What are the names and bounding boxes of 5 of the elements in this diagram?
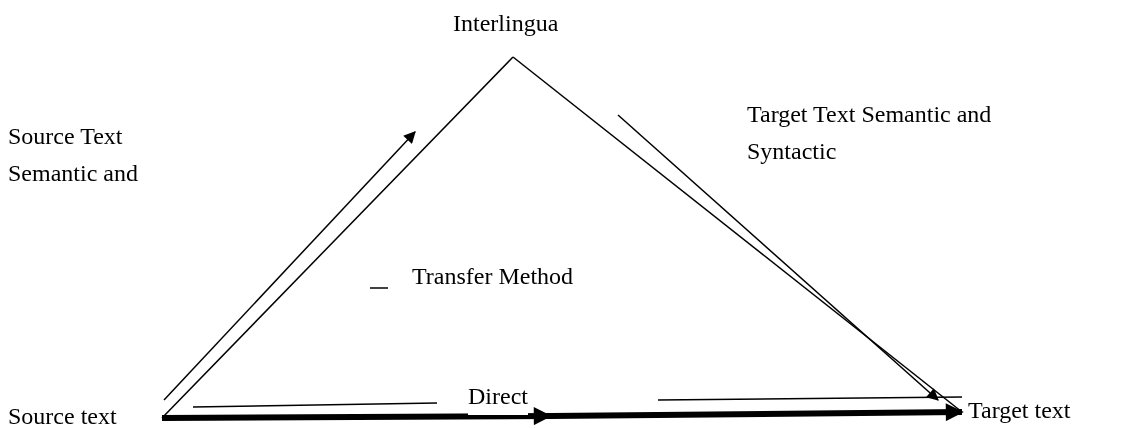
node-label: Target text	[968, 396, 1072, 424]
node-label: Interlingua	[453, 9, 560, 37]
node-label: Source text	[8, 402, 118, 428]
connector-line	[161, 56, 514, 419]
arrow	[162, 403, 964, 425]
